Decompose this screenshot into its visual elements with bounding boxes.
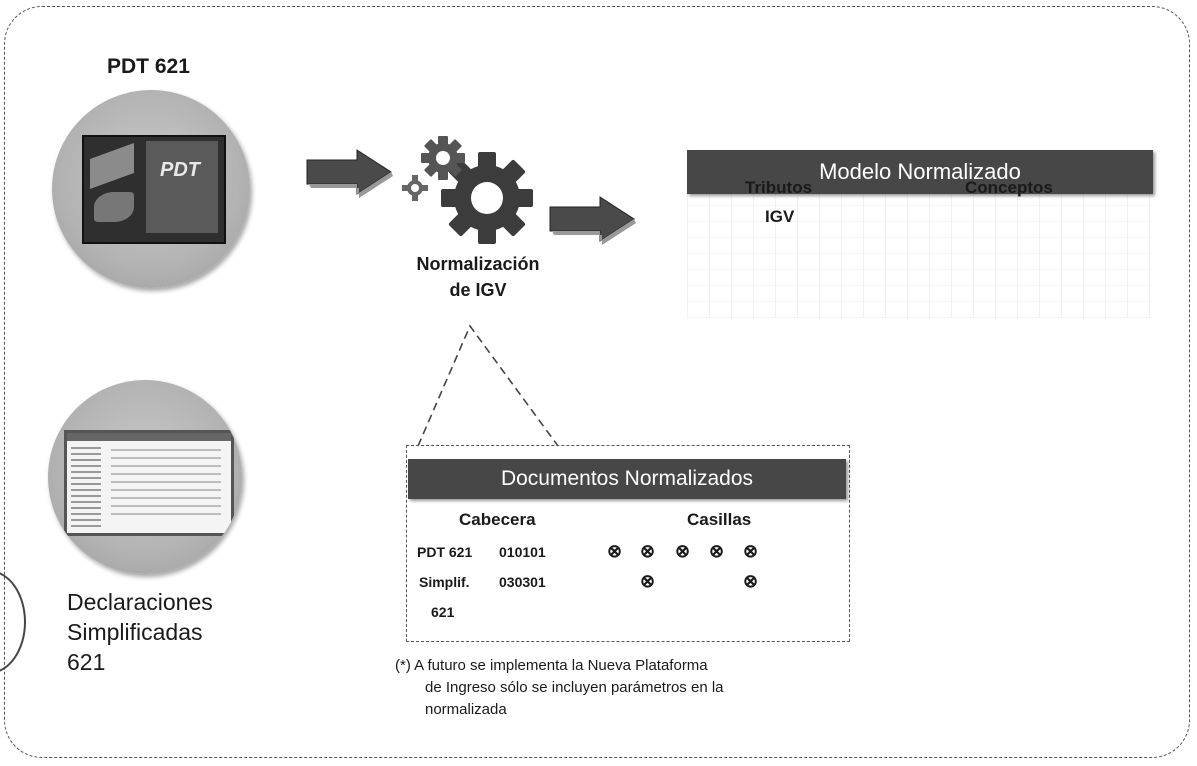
casilla-mark-icon: ⊗	[709, 541, 725, 561]
normalization-label-line: Normalización	[416, 254, 540, 274]
casilla-mark-icon: ⊗	[640, 571, 656, 591]
modelo-row-igv: IGV	[765, 207, 795, 226]
decl-label-line: 621	[67, 649, 106, 675]
docs-row-type: Simplif.	[419, 574, 470, 590]
callout-pointer	[417, 324, 559, 447]
decl-circle-image	[48, 380, 242, 574]
docs-col-casillas: Casillas	[687, 510, 752, 529]
normalization-label-line: de IGV	[449, 280, 507, 300]
casilla-mark-icon: ⊗	[675, 541, 691, 561]
modelo-col-conceptos: Conceptos	[965, 178, 1053, 197]
normalization-label: Normalización de IGV	[400, 251, 556, 303]
casilla-mark-icon: ⊗	[743, 541, 759, 561]
modelo-grid	[687, 194, 1153, 318]
docs-row-type: 621	[431, 604, 455, 620]
modelo-title: Modelo Normalizado	[687, 150, 1153, 194]
pdt-title: PDT 621	[107, 55, 190, 78]
modelo-col-tributos: Tributos	[745, 178, 813, 197]
footnote-line: normalizada	[425, 701, 507, 718]
docs-col-cabecera: Cabecera	[459, 510, 536, 529]
modelo-normalizado-table: Modelo Normalizado	[687, 150, 1153, 318]
gears-icon	[402, 136, 533, 244]
decl-label-line: Simplificadas	[67, 619, 203, 645]
footnote: (*) A futuro se implementa la Nueva Plat…	[395, 655, 724, 721]
decl-screen	[64, 430, 234, 536]
casilla-mark-icon: ⊗	[607, 541, 623, 561]
docs-row-code: 030301	[499, 574, 546, 590]
casilla-mark-icon: ⊗	[743, 571, 759, 591]
arrow-icon	[306, 149, 393, 198]
docs-title: Documentos Normalizados	[408, 459, 846, 499]
pdt-logo-text: PDT	[160, 159, 200, 181]
casilla-mark-icon: ⊗	[640, 541, 656, 561]
footnote-line: (*) A futuro se implementa la Nueva Plat…	[395, 657, 708, 674]
pdt-circle-image: PDT	[52, 90, 250, 288]
decl-label: Declaraciones Simplificadas 621	[67, 587, 213, 677]
docs-row-type: PDT 621	[417, 544, 473, 560]
arrow-icon	[549, 196, 636, 245]
footnote-line: de Ingreso sólo se incluyen parámetros e…	[425, 679, 724, 696]
documentos-normalizados-table: Documentos Normalizados Cabecera Casilla…	[406, 445, 850, 642]
docs-row-code: 010101	[499, 544, 546, 560]
pdt-screen: PDT	[82, 135, 226, 244]
decl-label-line: Declaraciones	[67, 589, 213, 615]
diagram-frame	[4, 6, 1190, 758]
